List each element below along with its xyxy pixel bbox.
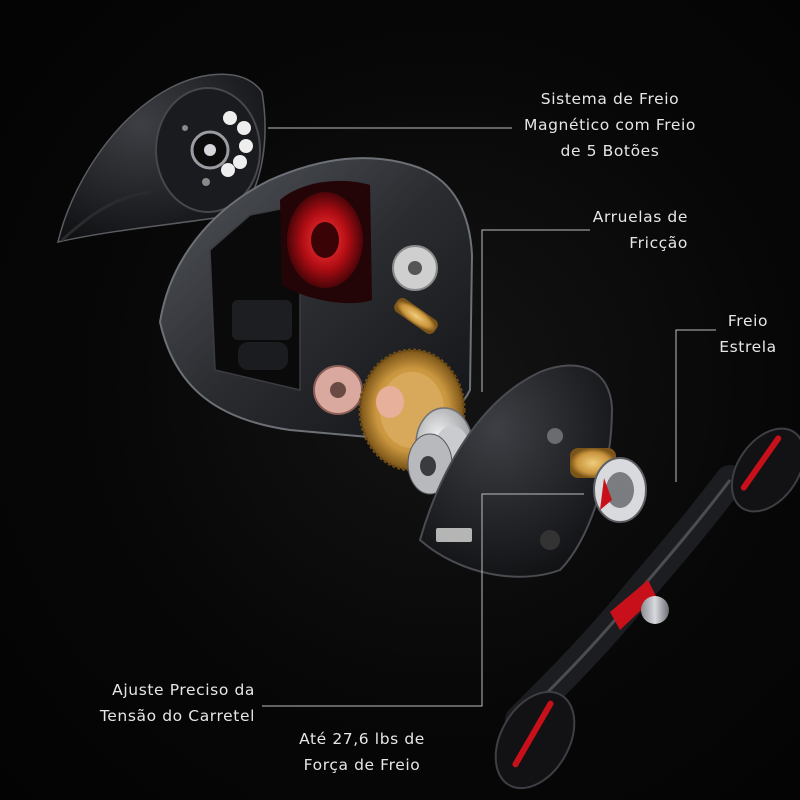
callout-spool-tension: Ajuste Preciso da Tensão do Carretel [70,677,255,729]
callout-star-drag-line-2: Estrela [719,338,777,356]
callout-friction-washers-line-2: Fricção [629,234,688,252]
leader-friction-washers [481,229,590,392]
leader-star-drag [675,329,716,482]
side-plate-part [57,73,266,243]
callout-spool-tension-line-2: Tensão do Carretel [99,707,255,725]
callout-friction-washers: Arruelas de Fricção [560,204,688,256]
callout-magnetic-brake-line-3: de 5 Botões [560,142,660,160]
callout-star-drag: Freio Estrela [712,308,784,360]
callout-spool-tension-line-1: Ajuste Preciso da [112,681,255,699]
callout-magnetic-brake-line-2: Magnético com Freio [524,116,696,134]
leader-spool-tension [262,493,584,707]
callout-magnetic-brake-line-1: Sistema de Freio [540,90,680,108]
callout-max-drag: Até 27,6 lbs de Força de Freio [288,726,436,778]
callout-magnetic-brake: Sistema de Freio Magnético com Freio de … [520,86,700,164]
right-side-plate-part [418,364,614,578]
star-drag-part [570,448,647,523]
callout-max-drag-line-2: Força de Freio [303,756,421,774]
handle-part [494,427,800,790]
leader-lines [262,127,716,707]
callout-friction-washers-line-1: Arruelas de [592,208,688,226]
callout-star-drag-line-1: Freio [727,312,769,330]
callout-max-drag-line-1: Até 27,6 lbs de [299,730,425,748]
